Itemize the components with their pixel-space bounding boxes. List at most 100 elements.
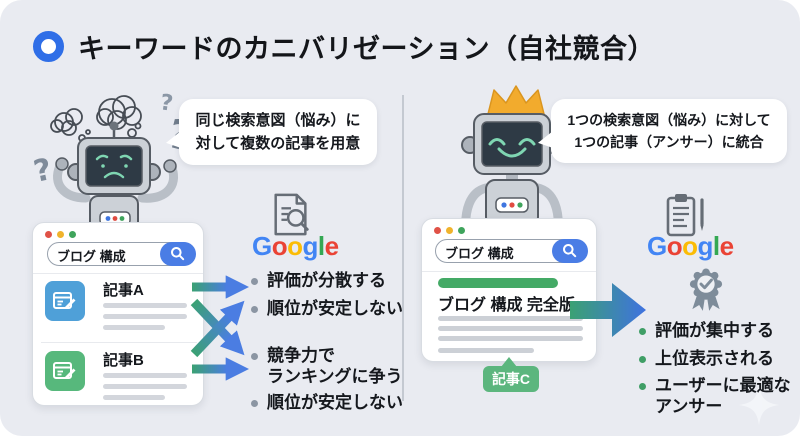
browser-card-left: ブログ 構成 記事A <box>32 222 204 406</box>
confused-robot-illustration: ? ? ? <box>31 90 197 235</box>
search-bar: ブログ 構成 <box>435 238 588 263</box>
traffic-dot-red <box>434 227 441 234</box>
bullet-text: 競争力で ランキングに争う <box>267 346 403 386</box>
bullet-text: ユーザーに最適な アンサー <box>655 376 791 417</box>
google-letter: g <box>302 231 319 261</box>
crossing-arrows-icon <box>190 275 250 381</box>
speech-bubble-right: 1つの検索意図（悩み）に対して 1つの記事（アンサー）に統合 <box>538 99 787 163</box>
title-row: キーワードのカニバリゼーション（自社競合） <box>33 27 655 66</box>
google-letter: o <box>271 231 288 261</box>
search-icon <box>171 247 185 261</box>
search-button <box>551 238 588 263</box>
bullet-list-competition: 競争力で ランキングに争う 順位が安定しない <box>251 346 403 414</box>
google-letter: o <box>287 231 303 261</box>
text-line <box>103 384 187 389</box>
robot-body <box>53 121 178 235</box>
text-line <box>103 325 165 330</box>
highlight-bar <box>438 278 558 288</box>
google-logo: Google <box>647 231 734 262</box>
thought-scribble-icon <box>50 95 142 142</box>
bubble-text-line: 同じ検索意図（悩み）に <box>195 111 361 129</box>
bullet-list-benefits: 評価が集中する 上位表示される ユーザーに最適な アンサー <box>639 321 791 418</box>
article-tag: 記事C <box>483 357 539 392</box>
bullet-text: 順位が安定しない <box>267 393 403 413</box>
google-letter: o <box>682 231 698 261</box>
bubble-text-line: 対して複数の記事を用意 <box>195 135 361 152</box>
traffic-dot-yellow <box>446 227 453 234</box>
bullet-item: 順位が安定しない <box>251 393 403 414</box>
article-row-a: 記事A <box>45 279 193 343</box>
bullet-item: 上位表示される <box>639 349 791 370</box>
speech-bubble-left: 同じ検索意図（悩み）に 対して複数の記事を用意 <box>166 99 377 165</box>
bullet-list-dispersed: 評価が分散する 順位が安定しない <box>251 271 403 319</box>
bullet-item: 評価が集中する <box>639 321 791 342</box>
search-button <box>159 241 196 266</box>
bullet-text: 上位表示される <box>655 348 774 368</box>
title-ring-icon <box>33 31 64 62</box>
bullet-item: 順位が安定しない <box>251 299 403 320</box>
google-letter: l <box>317 231 325 261</box>
bullet-item: ユーザーに最適な アンサー <box>639 376 791 417</box>
bullet-dot <box>251 278 258 285</box>
text-line <box>438 348 534 353</box>
google-letter: G <box>647 231 667 261</box>
page-title: キーワードのカニバリゼーション（自社競合） <box>78 34 655 64</box>
big-arrow-icon <box>570 283 646 337</box>
traffic-dot-green <box>458 227 465 234</box>
document-edit-icon <box>53 362 76 379</box>
document-search-icon <box>274 193 309 236</box>
bubble-text-line: 1つの検索意図（悩み）に対して <box>567 111 771 128</box>
bullet-text: 評価が集中する <box>655 321 774 340</box>
happy-face <box>488 138 536 158</box>
tag-tail <box>501 357 517 367</box>
text-line <box>438 326 583 331</box>
bubble-text-line: 1つの記事（アンサー）に統合 <box>574 134 764 150</box>
row-divider <box>41 342 197 343</box>
search-bar: ブログ 構成 <box>47 241 196 266</box>
bullet-item: 評価が分散する <box>251 271 403 292</box>
robot-body <box>461 113 563 238</box>
google-letter: e <box>324 231 339 261</box>
bullet-dot <box>251 400 258 408</box>
sparkle-icon <box>738 384 780 426</box>
article-label: 記事B <box>103 352 144 369</box>
clipboard-pen-icon <box>666 194 704 237</box>
article-title: ブログ 構成 完全版 <box>438 297 575 314</box>
document-edit-icon <box>53 292 76 309</box>
traffic-dot-green <box>69 231 76 238</box>
traffic-dots <box>434 227 465 234</box>
traffic-dots <box>45 231 76 238</box>
text-line <box>103 303 187 308</box>
bullet-dot <box>639 355 646 363</box>
google-letter: l <box>712 231 720 261</box>
award-badge-icon <box>689 268 723 311</box>
traffic-dot-yellow <box>57 231 64 238</box>
bullet-text: 評価が分散する <box>267 271 386 290</box>
text-line <box>103 395 165 400</box>
text-line <box>438 336 583 341</box>
svg-text:?: ? <box>31 152 55 190</box>
article-icon <box>45 281 85 321</box>
search-query-text: ブログ 構成 <box>445 246 514 261</box>
article-row-b: 記事B <box>45 349 193 413</box>
worried-face <box>95 154 133 179</box>
bullet-dot <box>639 328 646 335</box>
bullet-item: 競争力で ランキングに争う <box>251 346 403 387</box>
text-line <box>103 314 187 319</box>
svg-text:?: ? <box>158 90 174 117</box>
card-divider <box>422 271 596 272</box>
article-tag-label: 記事C <box>491 371 531 387</box>
card-divider <box>33 273 203 274</box>
bullet-dot <box>639 383 646 391</box>
vertical-divider <box>402 95 404 401</box>
browser-card-right: ブログ 構成 ブログ 構成 完全版 <box>421 218 597 362</box>
google-letter: G <box>252 231 272 261</box>
text-line <box>438 316 583 321</box>
bullet-dot <box>251 353 258 360</box>
google-letter: e <box>719 231 734 261</box>
traffic-dot-red <box>45 231 52 238</box>
google-letter: o <box>666 231 683 261</box>
happy-robot-illustration <box>461 85 563 238</box>
google-logo: Google <box>252 231 339 262</box>
